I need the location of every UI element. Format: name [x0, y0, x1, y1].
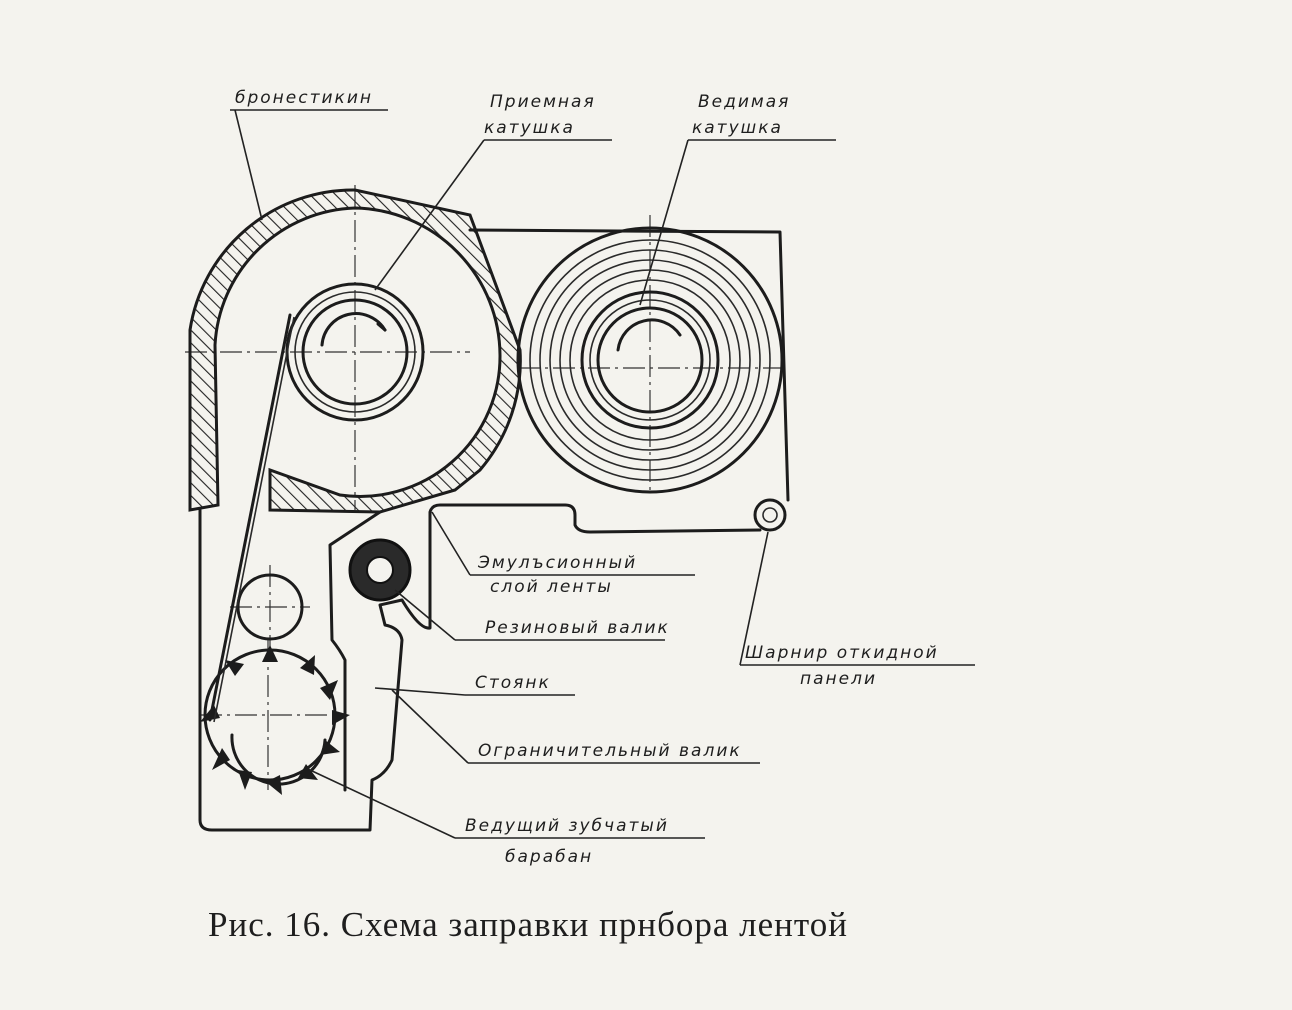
- label-take-up-reel-line2: катушка: [484, 118, 575, 138]
- diagram-labels: бронестикин Приемная катушка Ведимая кат…: [235, 88, 939, 867]
- label-emulsion-line1: Эмулъсионный: [477, 553, 637, 573]
- leader-lines: [230, 109, 975, 839]
- label-film-channel: бронестикин: [235, 88, 373, 108]
- label-hinge-line2: панели: [800, 669, 877, 689]
- label-hinge-line1: Шарнир откидной: [745, 643, 939, 663]
- hinge: [753, 498, 787, 532]
- film-channel-housing: [188, 188, 790, 832]
- label-rubber-roller: Резиновый валик: [485, 618, 670, 638]
- label-emulsion-line2: слой ленты: [490, 577, 613, 597]
- label-take-up-reel-line1: Приемная: [490, 92, 596, 112]
- label-driven-reel-line1: Ведимая: [698, 92, 790, 112]
- rubber-roller: [348, 538, 412, 602]
- label-pressure-pad: Стоянк: [475, 673, 551, 693]
- driven-reel: [516, 226, 784, 494]
- limiting-roller: [236, 573, 304, 641]
- label-drive-sprocket-line2: барабан: [505, 847, 593, 867]
- drive-sprocket: [200, 645, 350, 795]
- label-driven-reel-line2: катушка: [692, 118, 783, 138]
- label-limiting-roller: Ограничительный валик: [478, 741, 742, 761]
- figure-caption: Рис. 16. Схема заправки прнбора лентой: [208, 905, 848, 944]
- film-path: [208, 313, 295, 723]
- label-drive-sprocket-line1: Ведущий зубчатый: [465, 816, 669, 836]
